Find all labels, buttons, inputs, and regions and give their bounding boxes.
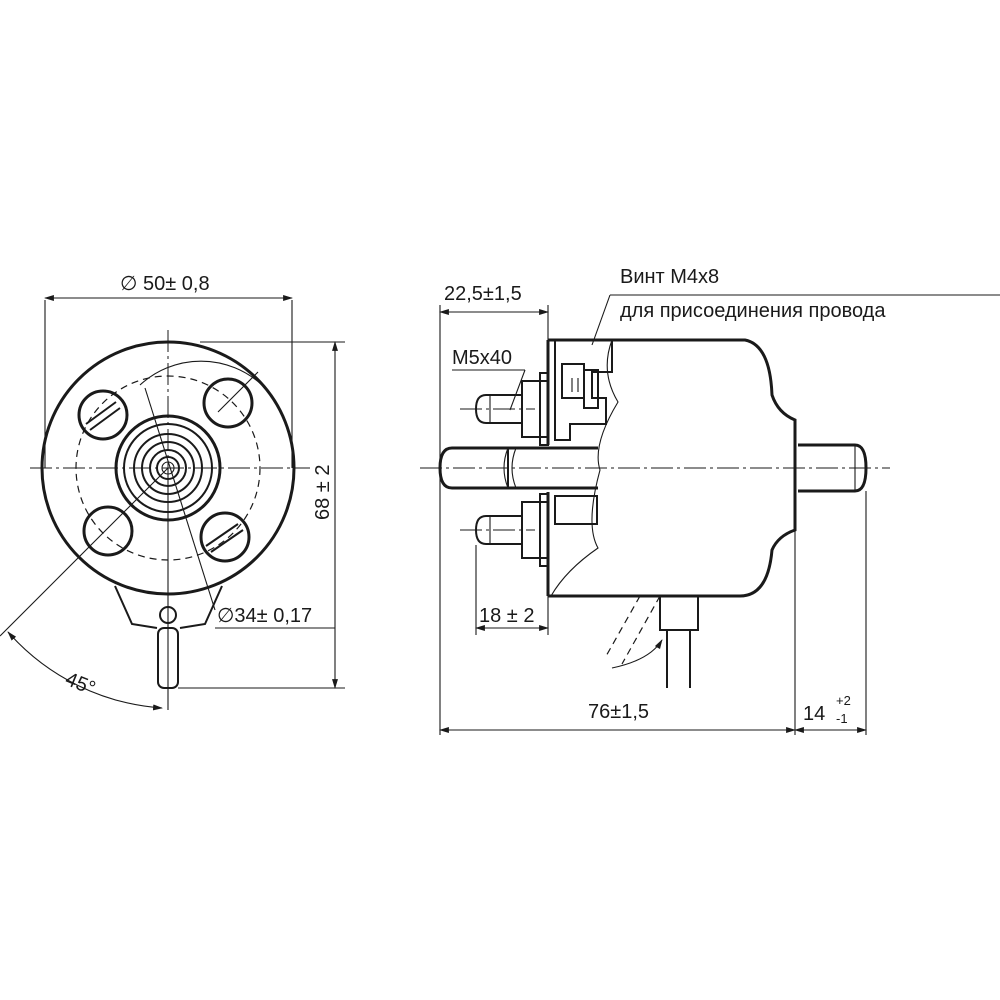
dimension-flange-width: 22,5±1,5 (444, 283, 522, 305)
dimension-diameter-outer: ∅ 50± 0,8 (120, 273, 210, 295)
wire-screw (561, 363, 599, 409)
section-break-line (550, 339, 619, 597)
lower-stud (460, 493, 549, 567)
shaft-tolerance-lower: -1 (836, 711, 848, 726)
screw-callout-subtitle: для присоединения провода (620, 300, 886, 322)
leader-stud (509, 369, 526, 411)
wire-lead (604, 595, 699, 688)
leader-screw (591, 294, 611, 346)
dimension-stud-length: 18 ± 2 (479, 605, 534, 627)
construction-arc (139, 360, 263, 386)
main-body-outline (548, 338, 797, 598)
stud-callout: М5х40 (452, 347, 512, 369)
upper-stud (460, 372, 549, 446)
dimension-angle: 45° (62, 668, 98, 700)
dimension-shaft-length: 14 (803, 703, 825, 725)
screw-callout-title: Винт М4х8 (620, 266, 719, 288)
front-view: ∅ 50± 0,8 68 ± 2 ∅34± 0,17 45° (0, 273, 345, 711)
leader-line-holes (144, 387, 216, 611)
side-view: 22,5±1,5 Винт М4х8 для присоединения про… (420, 266, 1000, 735)
bolt-top-right (202, 377, 254, 429)
dimension-diameter-holes: ∅34± 0,17 (217, 605, 312, 627)
construction-line (217, 371, 259, 413)
terminal-lug (114, 585, 223, 629)
angle-ray (0, 467, 169, 637)
bolt-bottom-left (82, 505, 134, 557)
insulation-top-hatch (554, 339, 613, 441)
bolt-bottom-right (199, 511, 251, 563)
dimension-height: 68 ± 2 (312, 465, 334, 520)
angle-arc (7, 631, 163, 711)
rear-shaft (798, 443, 868, 493)
shaft-tolerance-upper: +2 (836, 693, 851, 708)
insulation-bottom-hatch (554, 495, 598, 525)
dimension-body-length: 76±1,5 (588, 701, 649, 723)
bolt-top-left (77, 389, 129, 441)
